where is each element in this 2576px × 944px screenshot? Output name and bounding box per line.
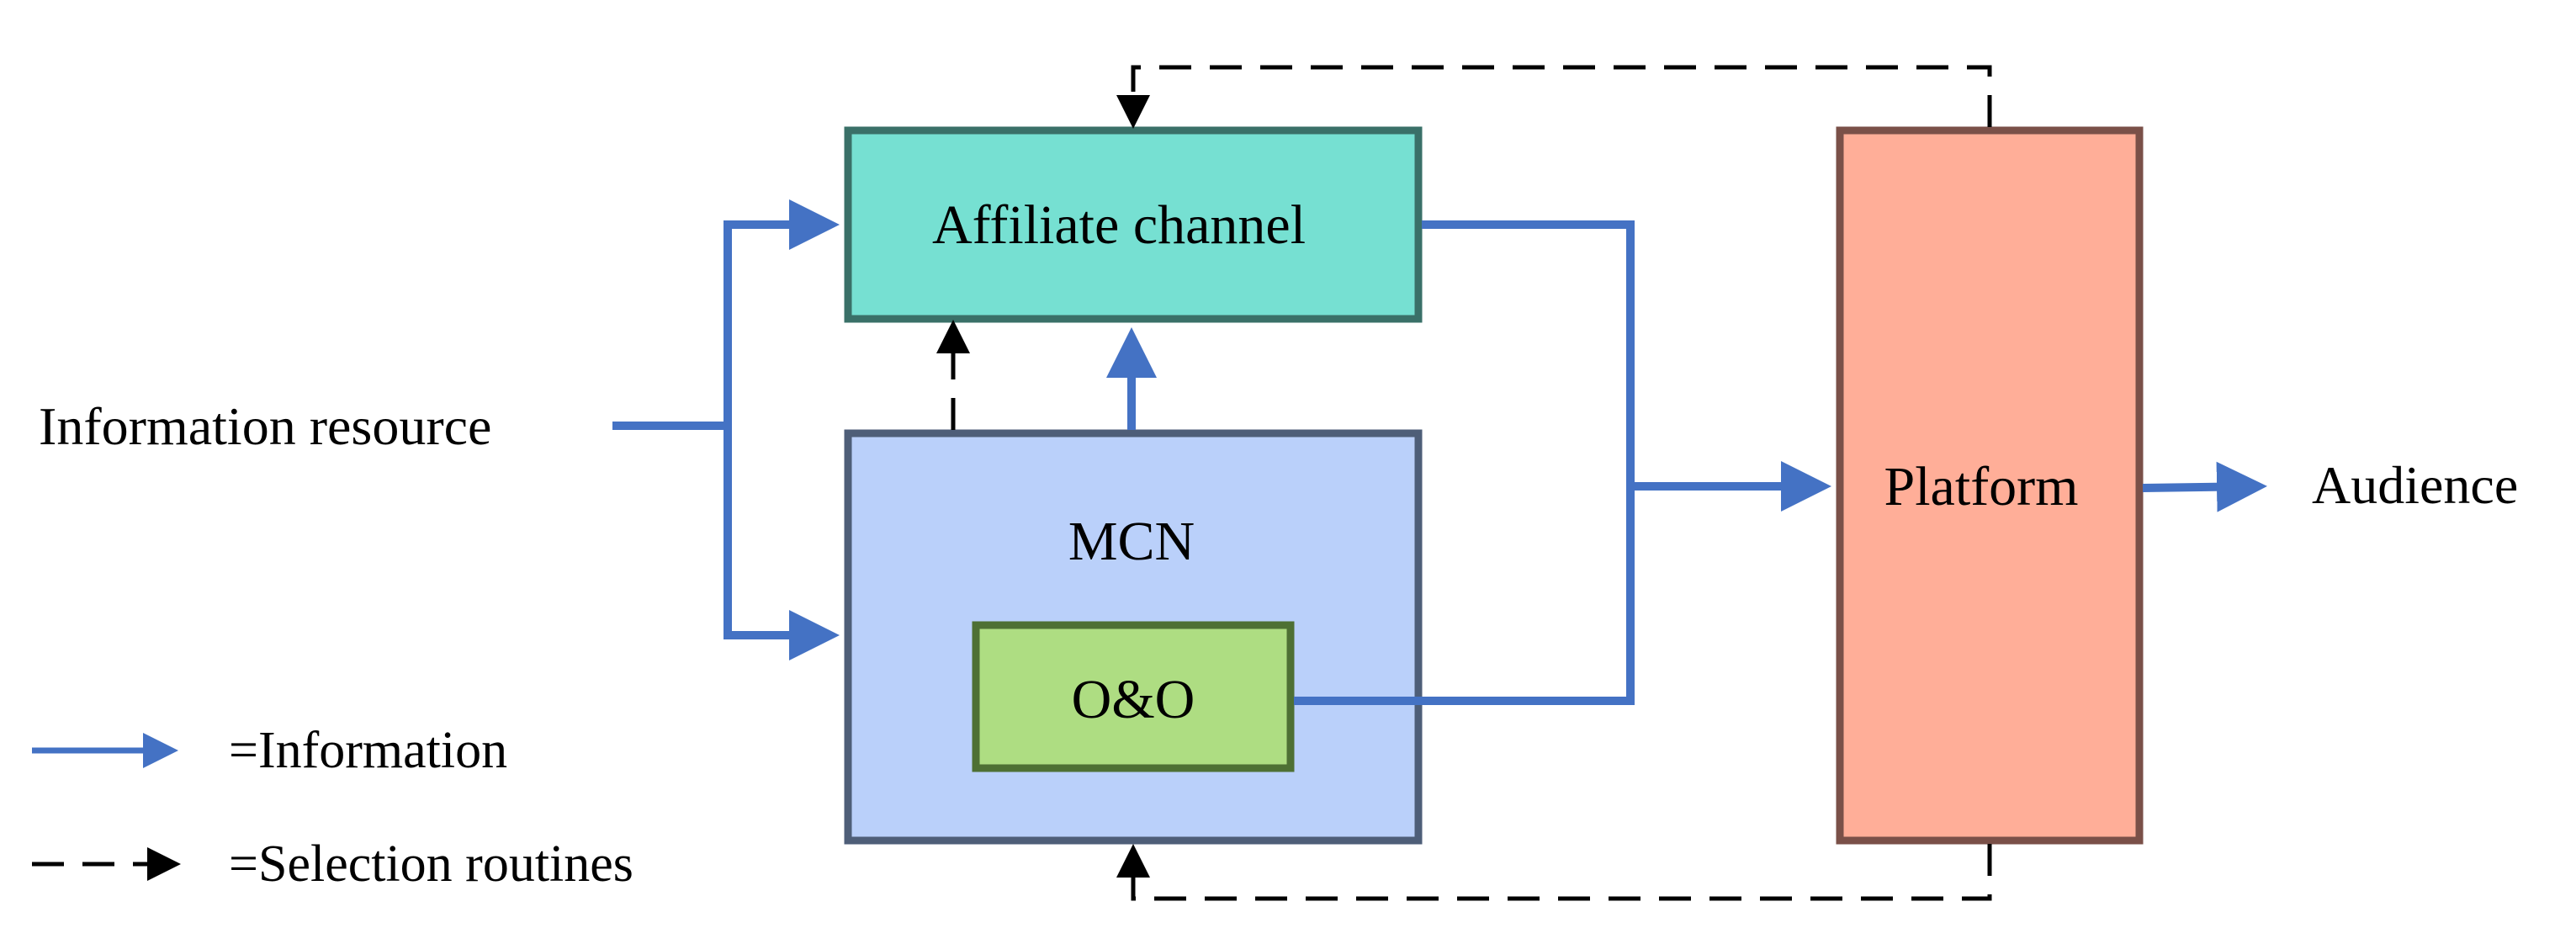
source-to-affiliate-arrow [724,199,840,426]
information-flows [612,199,2267,705]
platform-to-mcn-selection-arrow [1116,844,1992,901]
selection-flows [936,65,1992,901]
affiliate-channel-label: Affiliate channel [932,194,1306,256]
oo-label: O&O [1072,669,1195,730]
legend-selection-label: =Selection routines [229,835,633,893]
platform-to-audience-arrow [2142,461,2267,512]
legend-information-label: =Information [229,722,507,779]
audience-label: Audience [2312,455,2518,515]
source-to-mcn-arrow [724,426,840,660]
oo-box [972,621,1295,772]
affiliate-to-platform-line [1422,220,1635,486]
affiliate-channel-box [844,126,1423,323]
information-resource-label: Information resource [39,396,491,456]
platform-box [1836,126,2144,845]
platform-label: Platform [1884,456,2079,517]
platform-to-affiliate-selection-arrow [1116,65,1992,129]
legend: =Information =Selection routines [32,722,633,893]
oo-to-platform-line [1294,486,1635,705]
mcn-label: MCN [1068,511,1195,572]
